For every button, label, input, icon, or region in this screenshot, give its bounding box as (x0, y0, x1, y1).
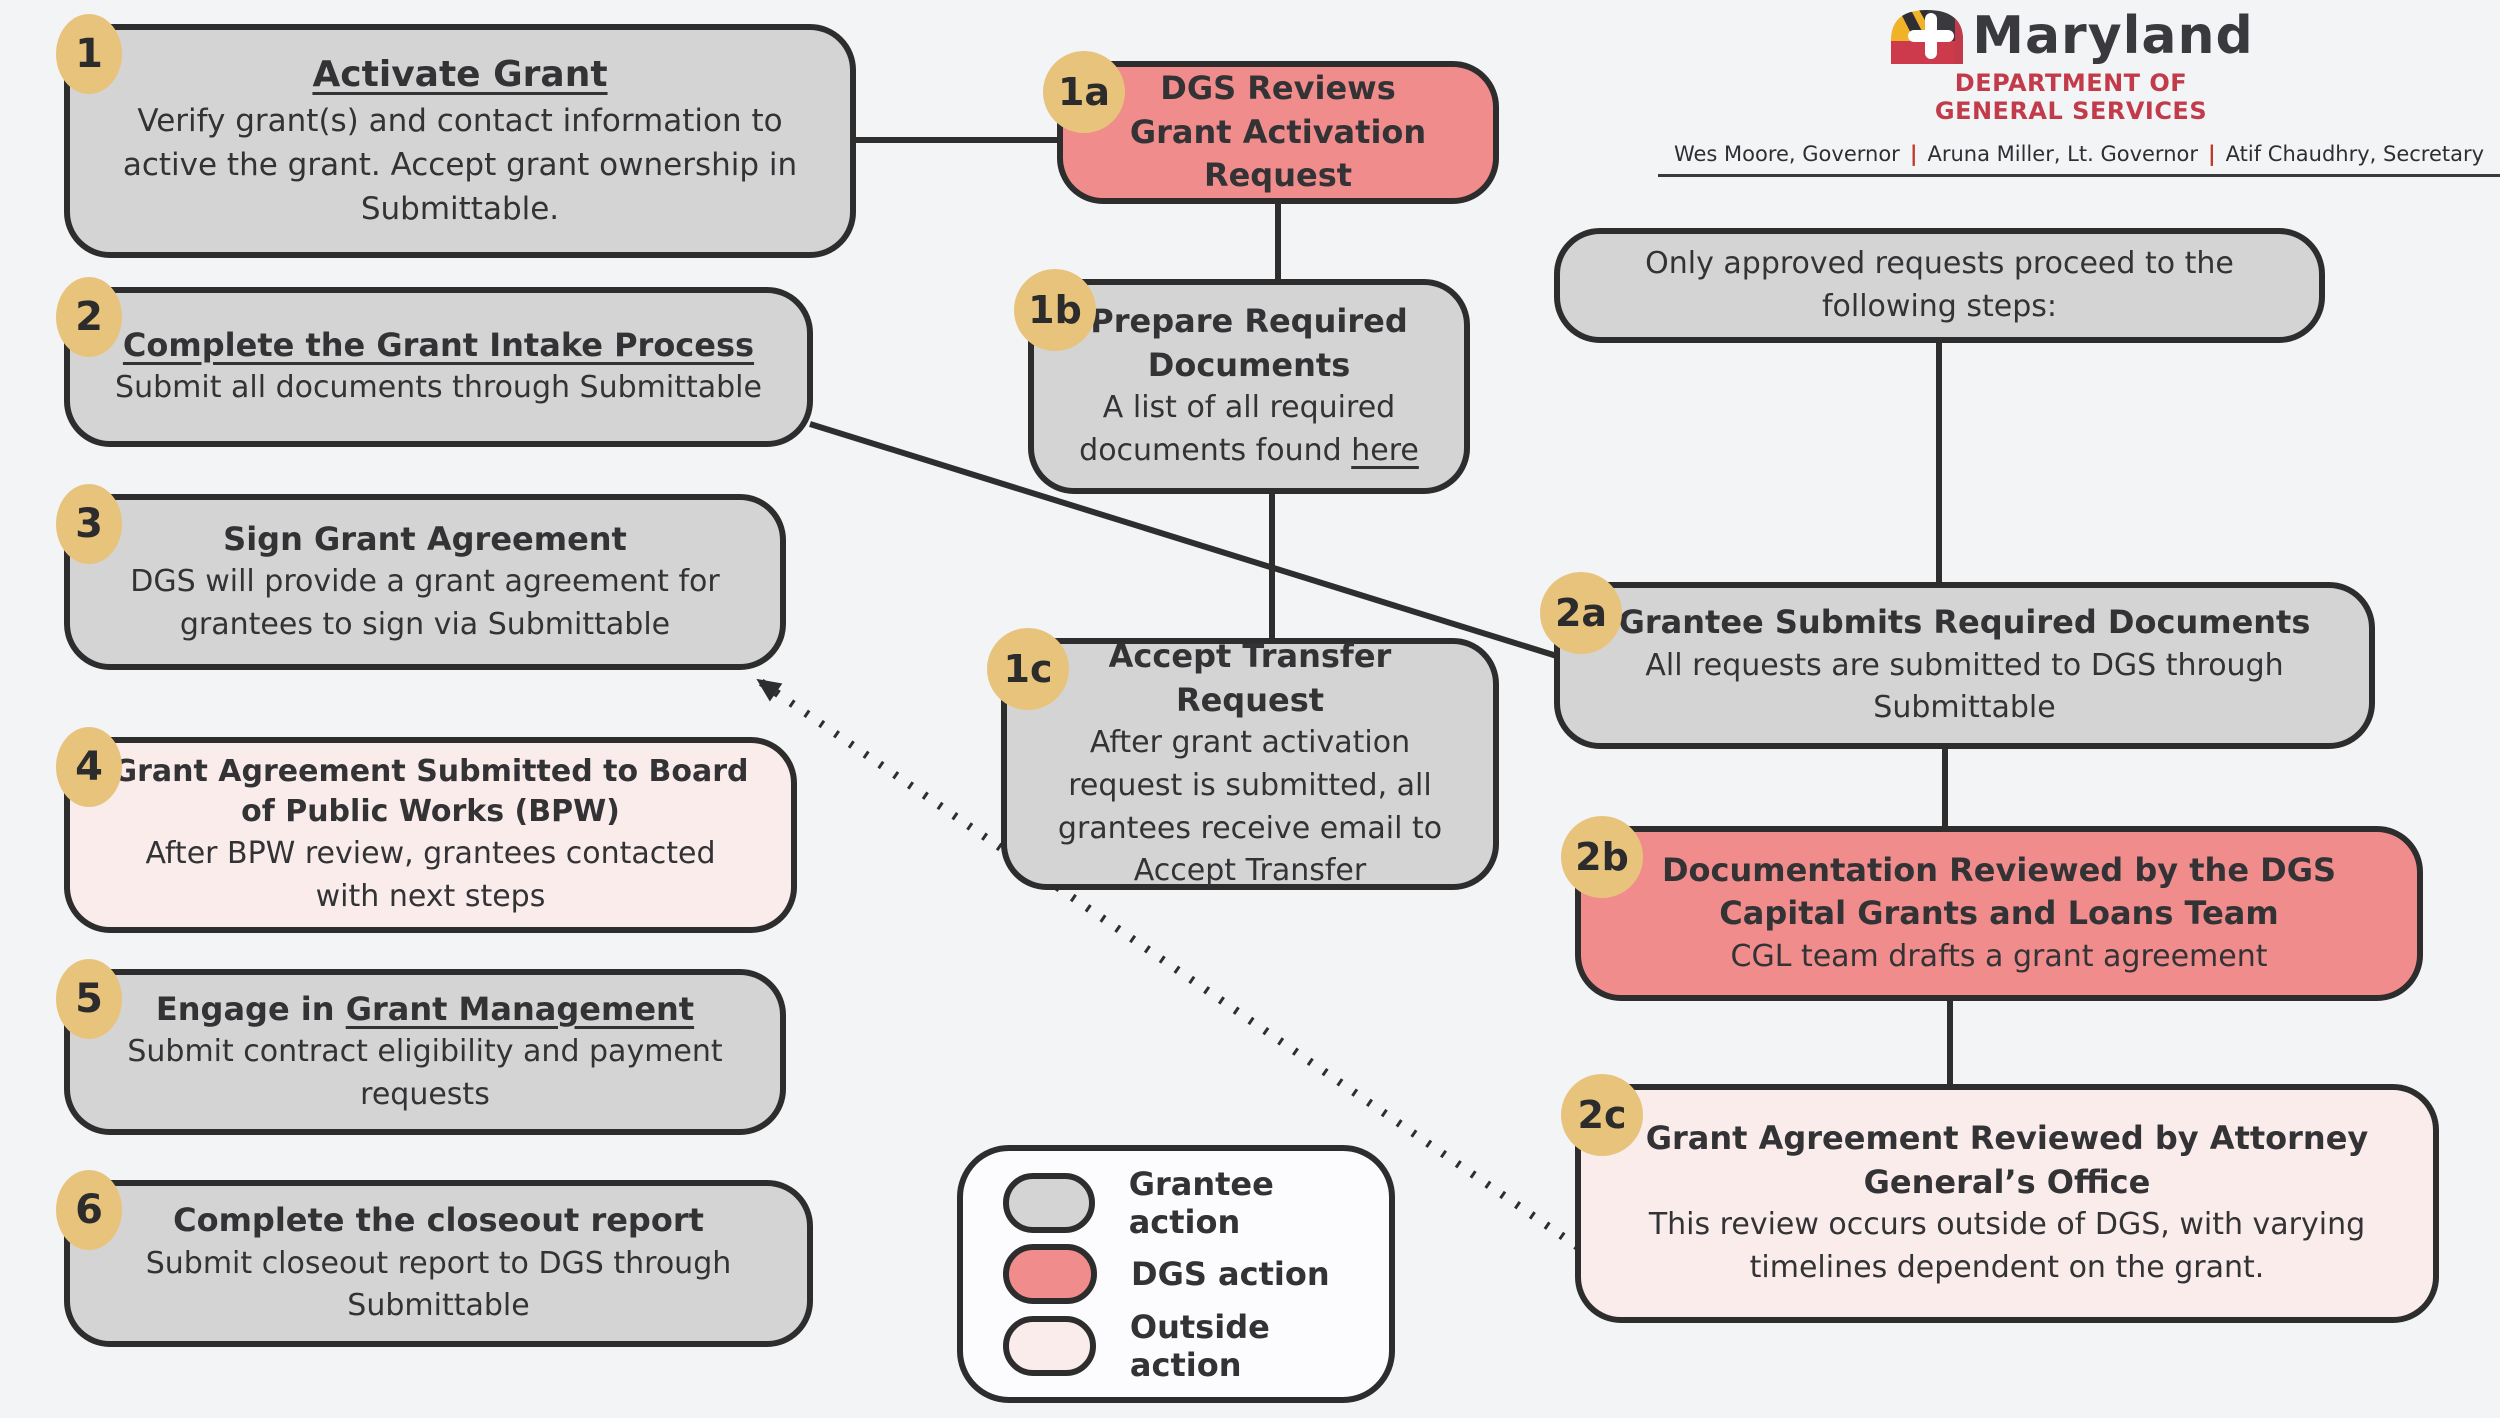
legend-swatch-dgs (1003, 1244, 1097, 1304)
step-4-box: 4 Grant Agreement Submitted to Board of … (56, 727, 797, 933)
step-1-box: 1 Activate Grant Verify grant(s) and con… (56, 14, 856, 258)
step-1a-title: DGS Reviews Grant Activation Request (1129, 69, 1427, 195)
step-1-title: Activate Grant (312, 53, 608, 95)
dgs-header: Maryland DEPARTMENT OF GENERAL SERVICES (1856, 6, 2286, 125)
step-2b-box: 2b Documentation Reviewed by the DGS Cap… (1561, 816, 2423, 1001)
legend-swatch-outside (1003, 1315, 1096, 1376)
step-2a-body: All requests are submitted to DGS throug… (1645, 647, 2284, 726)
header-divider (1658, 174, 2500, 177)
step-2-title: Complete the Grant Intake Process (122, 325, 755, 364)
step-1-body: Verify grant(s) and contact information … (122, 103, 798, 228)
dept-line1: DEPARTMENT OF (1954, 69, 2188, 97)
step-5-box: 5 Engage in Grant Management Submit cont… (56, 959, 786, 1135)
grant-management-link[interactable]: Grant Management (345, 989, 695, 1028)
step-1b-badge: 1b (1014, 269, 1096, 351)
governor-name: Wes Moore, Governor (1673, 142, 1900, 166)
step-2c-box: 2c Grant Agreement Reviewed by Attorney … (1561, 1074, 2439, 1323)
dotted-return-2c-to-step3 (755, 676, 1581, 1251)
dept-line2: GENERAL SERVICES (1934, 96, 2208, 125)
legend-label-dgs: DGS action (1131, 1255, 1330, 1293)
step-2c-body: This review occurs outside of DGS, with … (1648, 1207, 2366, 1286)
step-5-title: Engage in Grant Management (155, 989, 695, 1028)
step-2b-body: CGL team drafts a grant agreement (1730, 938, 2268, 974)
step-1c-box: 1c Accept Transfer Request After grant a… (987, 628, 1499, 890)
here-link[interactable]: here (1351, 433, 1419, 469)
step-2c-title: Grant Agreement Reviewed by Attorney Gen… (1645, 1119, 2369, 1201)
step-2-badge: 2 (56, 277, 122, 357)
step-1b-body: A list of all required documents found h… (1079, 390, 1419, 469)
step-3-body: DGS will provide a grant agreement for g… (130, 564, 720, 642)
step-2b-title: Documentation Reviewed by the DGS Capita… (1661, 850, 2337, 933)
step-4-body: After BPW review, grantees contacted wit… (145, 836, 716, 914)
step-2-body: Submit all documents through Submittable (115, 370, 762, 406)
step-3-badge: 3 (56, 484, 122, 564)
step-6-box: 6 Complete the closeout report Submit cl… (56, 1170, 813, 1347)
secretary-name: Atif Chaudhry, Secretary (2225, 142, 2485, 166)
step-6-title: Complete the closeout report (173, 1201, 704, 1240)
step-3-box: 3 Sign Grant Agreement DGS will provide … (56, 484, 786, 670)
brand-wordmark: Maryland (1972, 6, 2254, 66)
step-4-badge: 4 (56, 727, 122, 807)
step-6-badge: 6 (56, 1170, 122, 1250)
legend-item-outside: Outside action (1003, 1308, 1389, 1384)
step-1c-body: After grant activation request is submit… (1057, 725, 1443, 889)
officials-line: Wes Moore, Governor | Aruna Miller, Lt. Go… (1658, 142, 2500, 166)
step-1b-box: 1b Prepare Required Documents A list of … (1014, 269, 1470, 494)
step-1-badge: 1 (56, 14, 122, 94)
step-1c-title: Accept Transfer Request (1108, 637, 1392, 719)
legend-box: Grantee action DGS action Outside action (957, 1145, 1395, 1403)
step-2a-title: Grantee Submits Required Documents (1618, 603, 2311, 642)
step-1c-badge: 1c (987, 628, 1069, 710)
connector-step2-to-2a (809, 421, 1561, 660)
legend-item-grantee: Grantee action (1003, 1165, 1389, 1241)
step-1a-badge: 1a (1043, 51, 1125, 133)
legend-label-outside: Outside action (1129, 1307, 1270, 1384)
dept-name: DEPARTMENT OF GENERAL SERVICES (1934, 69, 2208, 125)
step-3-title: Sign Grant Agreement (223, 519, 627, 558)
legend-item-dgs: DGS action (1003, 1244, 1389, 1304)
step-1b-title: Prepare Required Documents (1090, 302, 1408, 384)
separator-pipe: | (1909, 142, 1918, 166)
step-2b-badge: 2b (1561, 816, 1643, 898)
step-5-body: Submit contract eligibility and payment … (127, 1034, 723, 1112)
lt-governor-name: Aruna Miller, Lt. Governor (1927, 142, 2198, 166)
legend-label-grantee: Grantee action (1128, 1164, 1274, 1241)
step-5-badge: 5 (56, 959, 122, 1039)
legend-swatch-grantee (1003, 1172, 1095, 1233)
step-4-title: Grant Agreement Submitted to Board of Pu… (112, 753, 749, 830)
separator-pipe: | (2207, 142, 2216, 166)
step-2a-box: 2a Grantee Submits Required Documents Al… (1540, 572, 2375, 749)
step-2c-badge: 2c (1561, 1074, 1643, 1156)
maryland-flag-icon (1891, 10, 1964, 64)
step-2a-badge: 2a (1540, 572, 1622, 654)
step-2-box: 2 Complete the Grant Intake Process Subm… (56, 277, 813, 447)
step-6-body: Submit closeout report to DGS through Su… (145, 1245, 732, 1324)
step-1a-box: 1a DGS Reviews Grant Activation Request (1043, 51, 1499, 204)
approval-note-text: Only approved requests proceed to the fo… (1645, 245, 2234, 324)
approval-note-box: Only approved requests proceed to the fo… (1554, 228, 2325, 343)
